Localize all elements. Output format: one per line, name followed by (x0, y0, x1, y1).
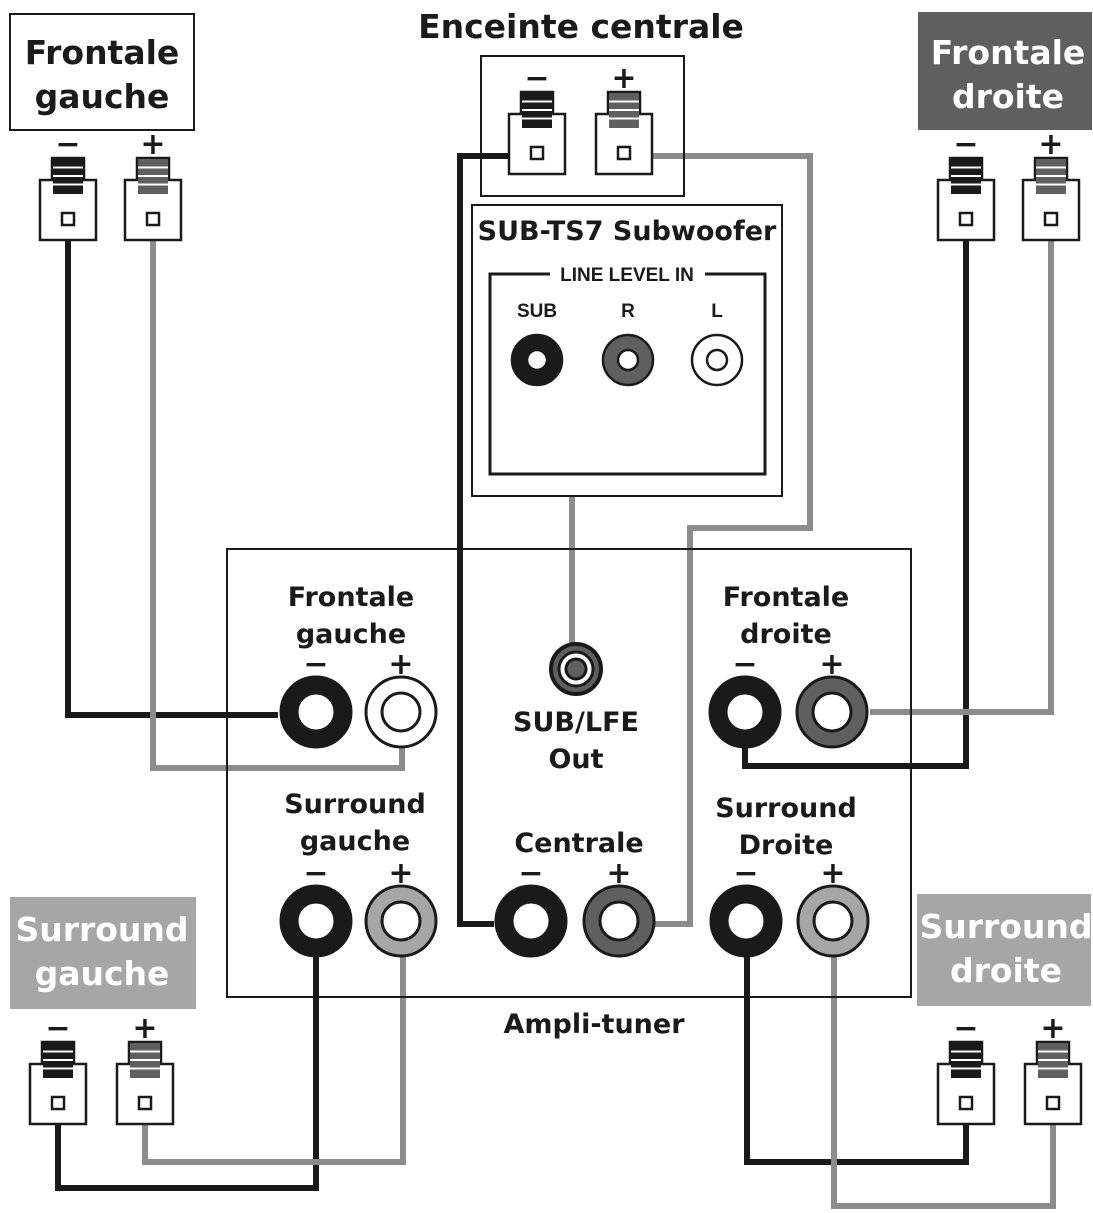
center-positive-terminal[interactable]: + (594, 61, 654, 176)
front-right-positive-terminal[interactable]: + (1021, 127, 1081, 242)
wire-center-negative (457, 153, 534, 927)
receiver-front-left-negative[interactable]: − (279, 647, 353, 749)
polarity-sign: − (524, 61, 549, 96)
wire-front-right-negative (742, 222, 969, 769)
polarity-sign: + (611, 61, 636, 96)
wires (55, 153, 1056, 1209)
receiver-label-center: Centrale (514, 828, 643, 859)
speaker-label-box (10, 897, 196, 1009)
polarity-sign: − (953, 1011, 978, 1046)
wire-front-left-positive (150, 222, 405, 771)
subwoofer-input-label: L (711, 301, 723, 322)
surround-right-positive-terminal[interactable]: + (1023, 1011, 1083, 1126)
subwoofer-input-r[interactable]: R (601, 301, 655, 387)
polarity-sign: + (1040, 1011, 1065, 1046)
receiver-front-left-positive[interactable]: + (364, 647, 438, 749)
speaker-terminals: −+−+−+−+−+ (28, 61, 1083, 1126)
front-left-positive-terminal[interactable]: + (123, 127, 183, 242)
center-speaker-title: Enceinte centrale (418, 7, 744, 46)
wire-surround-left-positive (142, 946, 406, 1165)
receiver-box (226, 548, 912, 998)
subwoofer-input-sub[interactable]: SUB (510, 301, 564, 387)
sub-lfe-out-jack[interactable] (549, 642, 603, 696)
polarity-sign: + (132, 1011, 157, 1046)
receiver-front-right-negative[interactable]: − (708, 647, 782, 749)
receiver-surround-left-negative[interactable]: − (279, 856, 353, 958)
subwoofer-input-label: SUB (517, 301, 557, 322)
polarity-sign: − (55, 127, 80, 162)
receiver-terminals: −+−+−+−+−+ (279, 647, 870, 958)
wire-surround-right-positive (831, 946, 1056, 1209)
receiver-surround-right-negative[interactable]: − (709, 856, 783, 958)
front-left-negative-terminal[interactable]: − (38, 127, 98, 242)
receiver-name: Ampli-tuner (503, 1009, 685, 1040)
subwoofer-panel: SUB-TS7 Subwoofer LINE LEVEL IN SUB R L (471, 204, 783, 497)
wire-surround-right-negative (744, 946, 969, 1165)
speaker-label-box (917, 894, 1091, 1006)
receiver-center-positive[interactable]: + (582, 856, 656, 958)
surround-left-positive-terminal[interactable]: + (115, 1011, 175, 1126)
receiver-surround-left-positive[interactable]: + (364, 856, 438, 958)
line-level-in-frame (488, 272, 767, 476)
polarity-sign: + (140, 127, 165, 162)
wire-center-positive (624, 153, 813, 927)
wire-surround-left-negative (55, 946, 319, 1191)
front-right-negative-terminal[interactable]: − (936, 127, 996, 242)
receiver-center-negative[interactable]: − (494, 856, 568, 958)
wire-front-left-negative (65, 222, 278, 718)
polarity-sign: − (953, 127, 978, 162)
surround-right-negative-terminal[interactable]: − (936, 1011, 996, 1126)
subwoofer-inputs: SUB R L (510, 301, 744, 387)
receiver-surround-right-positive[interactable]: + (796, 856, 870, 958)
polarity-sign: + (1038, 127, 1063, 162)
surround-left-negative-terminal[interactable]: − (28, 1011, 88, 1126)
subwoofer-input-l[interactable]: L (690, 301, 744, 387)
speaker-label-box (918, 12, 1092, 130)
speaker-label-box (9, 13, 195, 131)
receiver-front-right-positive[interactable]: + (795, 647, 869, 749)
subwoofer-title: SUB-TS7 Subwoofer (478, 216, 777, 247)
wire-front-right-positive (870, 222, 1054, 715)
center-speaker-box (480, 55, 685, 197)
polarity-sign: − (45, 1011, 70, 1046)
line-level-in-label: LINE LEVEL IN (560, 265, 694, 286)
center-negative-terminal[interactable]: − (507, 61, 567, 176)
subwoofer-input-label: R (621, 301, 635, 322)
